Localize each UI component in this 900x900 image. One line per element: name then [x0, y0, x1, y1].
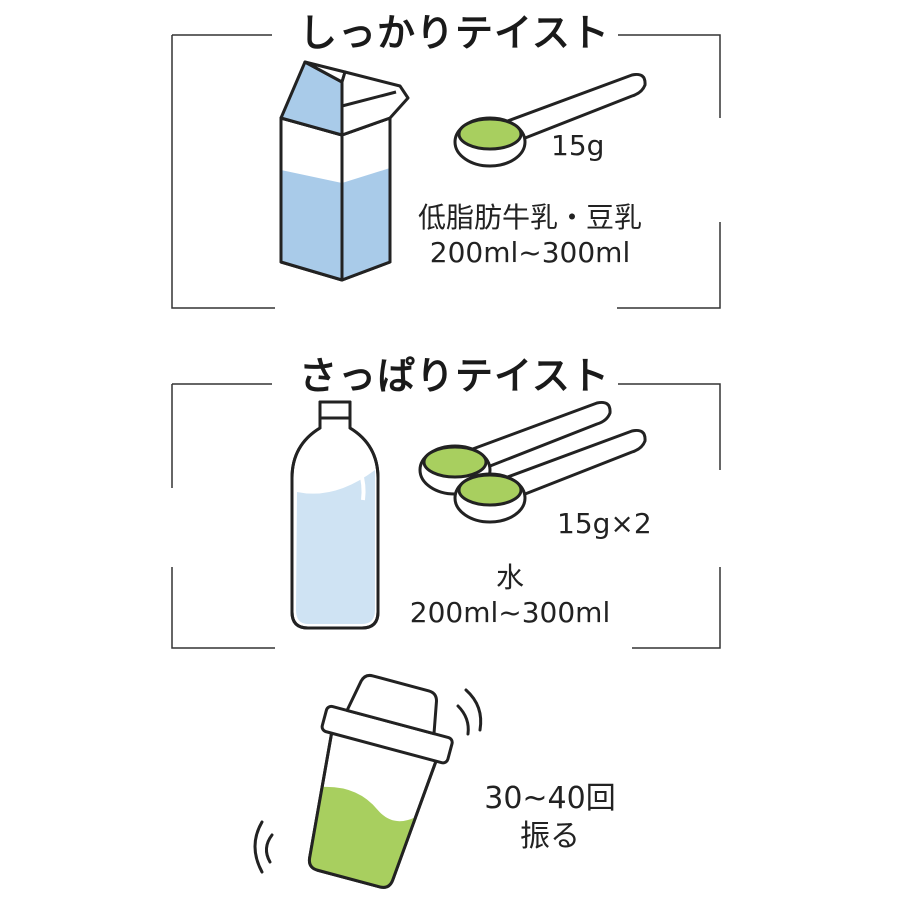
shake-motion-icon [253, 688, 483, 874]
liquid-type: 水 [495, 561, 524, 594]
section-title-rich-taste: しっかりテイスト [291, 2, 618, 57]
section-title-light-taste: さっぱりテイスト [291, 345, 618, 400]
shaker-icon [307, 673, 454, 889]
scoop-icon [453, 429, 647, 524]
scoop-icon [453, 73, 647, 168]
liquid-label: 水 200ml~300ml [380, 560, 640, 630]
liquid-volume: 200ml~300ml [409, 596, 611, 629]
shake-instruction: 30~40回 振る [455, 780, 645, 855]
water-bottle-icon [290, 400, 380, 630]
shake-verb: 振る [520, 818, 580, 854]
liquid-type: 低脂肪牛乳・豆乳 [417, 201, 642, 234]
liquid-label: 低脂肪牛乳・豆乳 200ml~300ml [405, 200, 655, 270]
scoop-amount-label: 15g×2 [557, 507, 652, 540]
milk-carton-icon [279, 60, 410, 282]
frame-section2 [171, 383, 721, 649]
liquid-volume: 200ml~300ml [429, 236, 631, 269]
frame-section1 [171, 34, 721, 309]
shake-count: 30~40回 [484, 781, 616, 816]
scoop-amount-label: 15g [551, 129, 605, 162]
